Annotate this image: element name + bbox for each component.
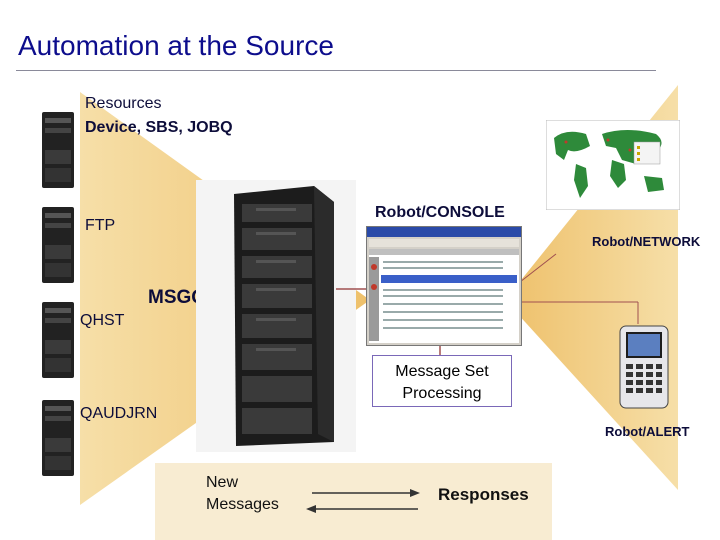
blackberry-device-image bbox=[619, 325, 669, 409]
exchange-arrows bbox=[306, 489, 420, 513]
arrow-right-icon bbox=[410, 489, 420, 497]
network-map-image bbox=[546, 120, 680, 210]
central-server-image bbox=[196, 180, 356, 452]
robot-console-label: Robot/CONSOLE bbox=[375, 204, 505, 221]
robot-alert-label: Robot/ALERT bbox=[605, 424, 690, 439]
new-messages-line2: Messages bbox=[206, 496, 279, 513]
server-icon-ftp bbox=[42, 207, 74, 283]
robot-network-label: Robot/NETWORK bbox=[592, 234, 701, 249]
server-icon-qaudjrn bbox=[42, 400, 74, 476]
new-messages-line1: New bbox=[206, 474, 239, 491]
qaudjrn-label: QAUDJRN bbox=[80, 405, 158, 422]
responses-label: Responses bbox=[438, 485, 529, 504]
console-screenshot bbox=[366, 226, 522, 346]
message-set-line1: Message Set bbox=[395, 363, 489, 380]
page-title: Automation at the Source bbox=[18, 30, 334, 61]
qhst-label: QHST bbox=[80, 312, 125, 329]
resources-label: Resources bbox=[85, 95, 162, 112]
ftp-label: FTP bbox=[85, 217, 116, 234]
server-icon-resources bbox=[42, 112, 74, 188]
message-set-line2: Processing bbox=[402, 385, 482, 402]
arrow-left-icon bbox=[306, 505, 316, 513]
message-set-processing-box: Message Set Processing bbox=[372, 355, 512, 407]
resources-sublabel: Device, SBS, JOBQ bbox=[85, 119, 233, 136]
new-messages-label: New Messages bbox=[206, 472, 279, 516]
title-divider bbox=[16, 70, 656, 71]
msgq-label: MSGQ bbox=[148, 287, 207, 308]
server-icon-qhst bbox=[42, 302, 74, 378]
messages-panel bbox=[155, 463, 552, 540]
